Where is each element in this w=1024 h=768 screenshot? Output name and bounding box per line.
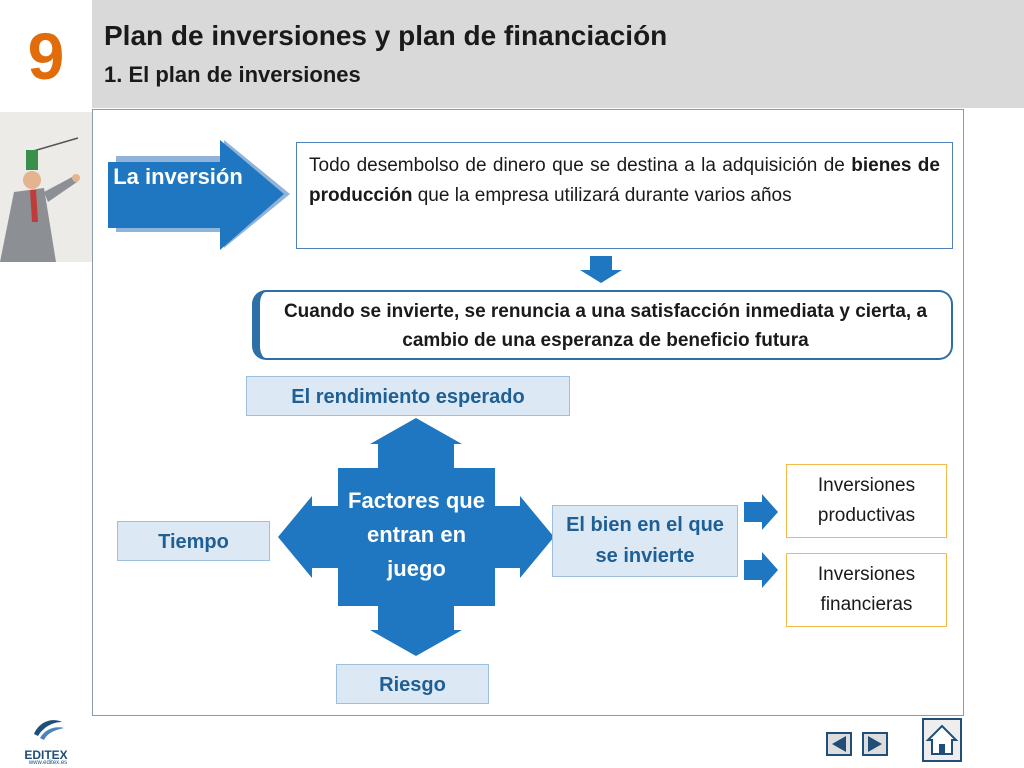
next-button[interactable] — [862, 732, 888, 756]
arrow-left — [278, 496, 338, 578]
prev-button[interactable] — [826, 732, 852, 756]
outcome-financieras: Inversiones financieras — [786, 553, 947, 627]
editex-logo-icon — [30, 716, 66, 747]
chapter-number: 9 — [27, 19, 65, 93]
statement-box: Cuando se invierte, se renuncia a una sa… — [252, 290, 953, 360]
home-icon — [925, 724, 959, 755]
factor-rendimiento: El rendimiento esperado — [246, 376, 570, 416]
arrow-up — [370, 418, 462, 468]
definition-text-2: que la empresa utilizará durante varios … — [412, 185, 792, 206]
arrow-down — [370, 606, 462, 656]
outcome-productivas: Inversiones productivas — [786, 464, 947, 538]
businessman-illustration — [0, 112, 92, 262]
factor-riesgo: Riesgo — [336, 664, 489, 704]
definition-text-1: Todo desembolso de dinero que se destina… — [309, 155, 852, 176]
center-factores: Factores que entran en juego — [338, 468, 495, 606]
definition-bold: bienes de producción — [309, 155, 940, 206]
home-button[interactable] — [922, 718, 962, 762]
page-title: Plan de inversiones y plan de financiaci… — [104, 20, 668, 51]
arrow-right — [495, 496, 554, 578]
triangle-right-icon — [868, 736, 882, 752]
editex-brand: EDITEX — [24, 748, 68, 762]
page-subtitle: 1. El plan de inversiones — [104, 62, 361, 87]
content-frame — [92, 109, 964, 716]
down-arrow — [580, 256, 622, 283]
editex-url: www.editex.es — [28, 760, 68, 766]
header-left-strip — [0, 0, 92, 108]
factor-tiempo: Tiempo — [117, 521, 270, 561]
header-bar — [92, 0, 1024, 108]
inversion-chevron — [108, 140, 284, 250]
definition-box: Todo desembolso de dinero que se destina… — [296, 142, 953, 249]
factor-bien: El bien en el que se invierte — [552, 505, 738, 577]
inversion-label: La inversión — [113, 164, 243, 189]
triangle-left-icon — [832, 736, 846, 752]
arrow-to-productivas — [744, 494, 778, 530]
arrow-to-financieras — [744, 552, 778, 588]
